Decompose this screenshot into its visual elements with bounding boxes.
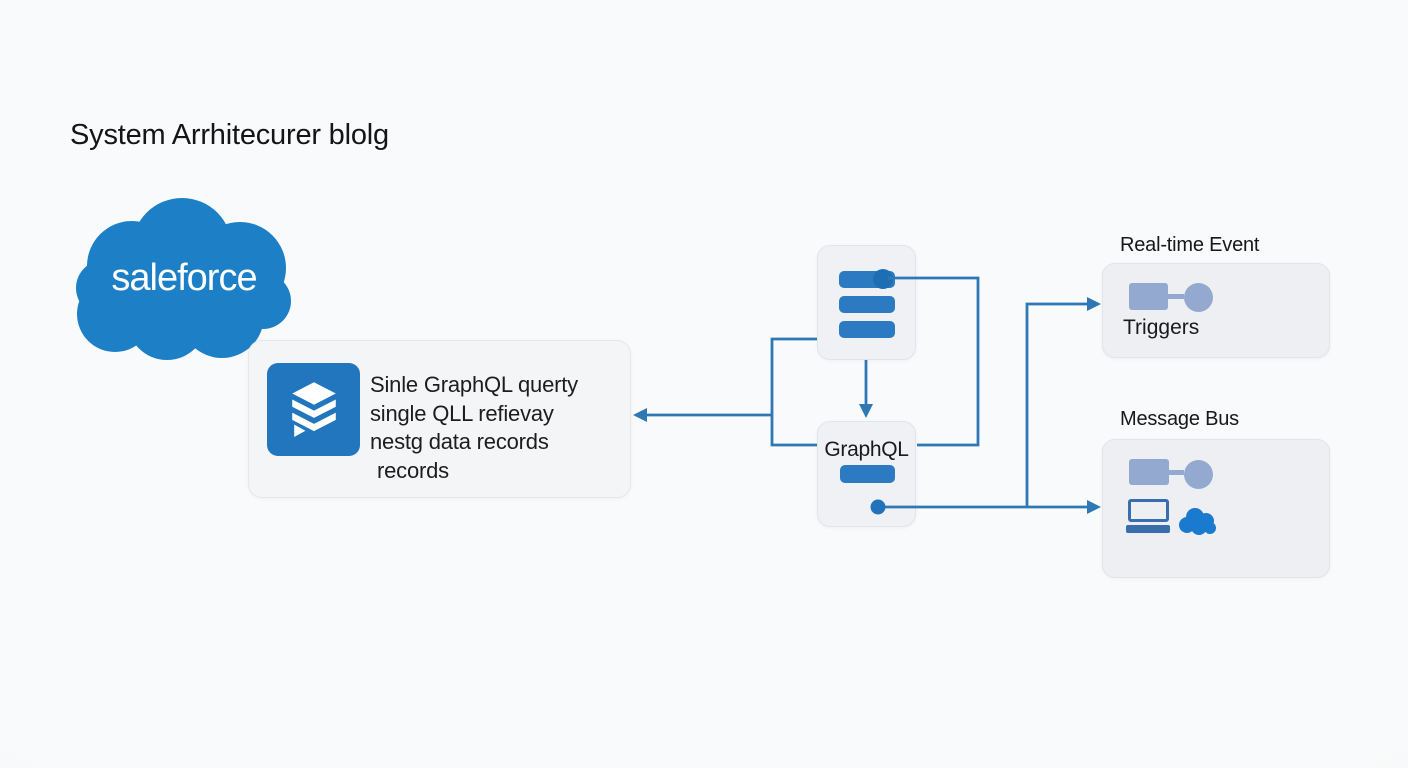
triggers-node: Triggers: [1102, 263, 1330, 358]
block-icon: [1129, 283, 1168, 310]
message-bus-heading: Message Bus: [1120, 408, 1239, 430]
record-bar: [839, 296, 895, 313]
record-bar-knob: [873, 269, 893, 289]
logo-wordmark: saleforce: [111, 257, 256, 299]
arrowhead-right-triggers: [1087, 297, 1101, 311]
arrowhead-down: [859, 404, 873, 418]
data-stack-icon: [267, 363, 360, 456]
connector-stub-icon: [1168, 294, 1184, 299]
edge-queue-to-graphql-left-elbow: [770, 337, 817, 447]
arrowhead-right-message-bus: [1087, 500, 1101, 514]
graphql-label: GraphQL: [824, 438, 909, 461]
circle-node-icon: [1184, 283, 1213, 312]
edge-branch-to-triggers: [1025, 302, 1089, 507]
laptop-icon: [1128, 499, 1169, 522]
cloud-shape: [76, 198, 291, 360]
card-text: Sinle GraphQL querty single QLL refievay…: [370, 371, 622, 485]
block-icon: [1129, 459, 1169, 485]
arrowhead-left: [633, 408, 647, 422]
realtime-event-heading: Real-time Event: [1120, 234, 1260, 256]
record-bar: [839, 321, 895, 338]
graphql-node: GraphQL: [817, 421, 916, 527]
triggers-label: Triggers: [1123, 316, 1200, 339]
card-line: nestg data records: [370, 429, 549, 454]
salesforce-cloud-logo: saleforce: [76, 198, 291, 360]
card-line: single QLL refievay: [370, 400, 554, 426]
graphql-query-card: Sinle GraphQL querty single QLL refievay…: [248, 340, 631, 498]
message-bus-node: [1102, 439, 1330, 578]
page-title: System Arrhitecurer blolg: [70, 119, 389, 151]
graphql-bar: [840, 465, 895, 483]
record-list-node: [817, 245, 916, 360]
cloud-icon: [1179, 508, 1216, 535]
circle-node-icon: [1184, 460, 1213, 489]
connector-stub-icon: [1169, 470, 1184, 475]
card-line: Sinle GraphQL querty: [370, 372, 578, 397]
laptop-base-icon: [1126, 525, 1170, 533]
card-line: records: [377, 457, 449, 483]
